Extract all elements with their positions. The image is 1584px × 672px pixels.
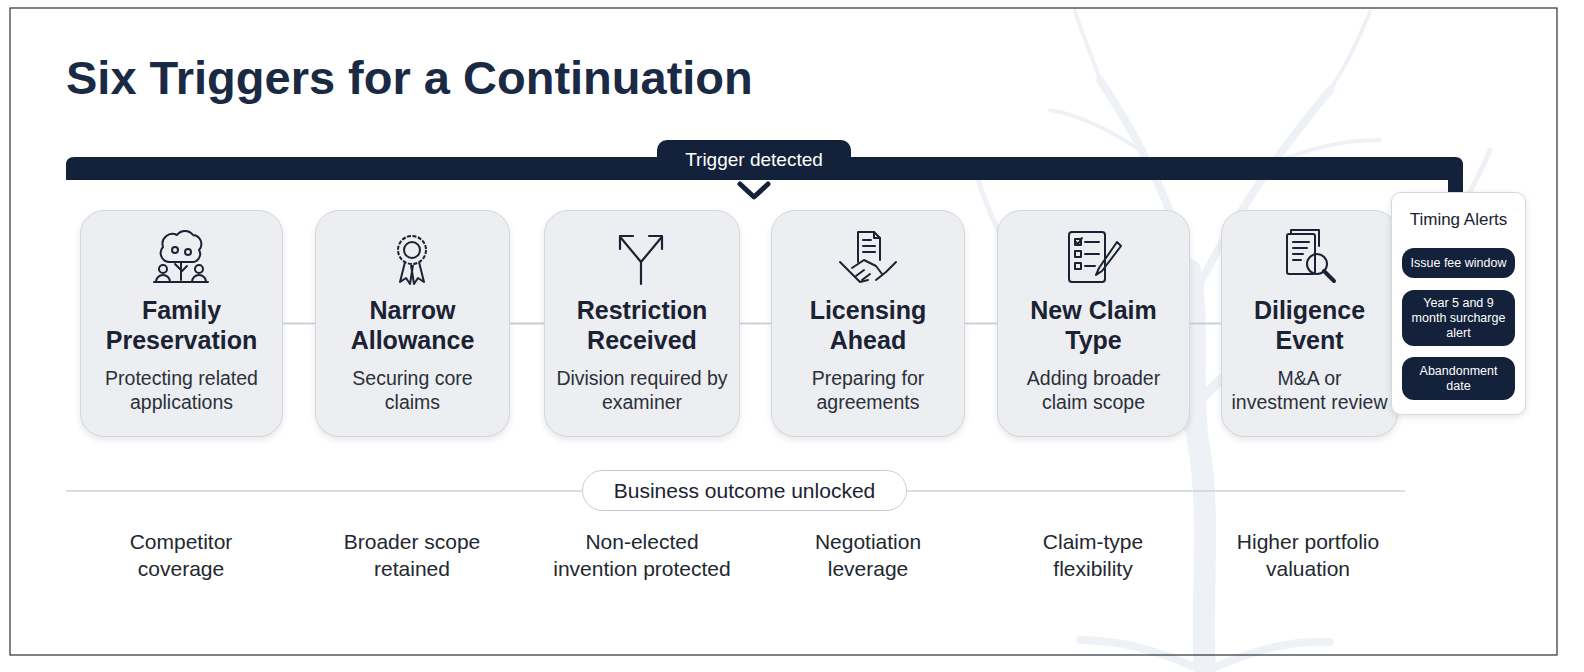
- checklist-icon: [1096, 242, 1121, 275]
- document-search-icon: [1287, 234, 1315, 274]
- pill-label: Business outcome unlocked: [614, 479, 876, 503]
- connector-line: [740, 323, 771, 325]
- checklist-icon: [1069, 232, 1121, 282]
- outcome-label: Broader scope retained: [332, 528, 492, 582]
- family-tree-icon: [159, 265, 167, 273]
- trigger-card: Diligence EventM&A or investment review: [1221, 210, 1398, 437]
- card-title: New Claim Type: [1006, 295, 1181, 355]
- card-description: Protecting related applications: [89, 366, 274, 414]
- award-ribbon-icon: [398, 236, 426, 284]
- document-search-icon: [1307, 254, 1327, 274]
- handshake-document-icon: [876, 262, 896, 280]
- checklist-icon: [1085, 253, 1099, 255]
- award-ribbon-icon: [398, 236, 426, 264]
- award-ribbon-icon: [400, 262, 413, 284]
- tree-watermark: [1190, 270, 1205, 672]
- checklist-icon: [1075, 239, 1081, 245]
- family-tree-icon: [161, 231, 202, 262]
- handshake-document-icon: [856, 270, 870, 280]
- tree-watermark: [1080, 640, 1205, 672]
- family-tree-icon: [185, 249, 191, 255]
- family-tree-icon: [192, 275, 206, 282]
- tree-watermark: [1205, 642, 1330, 672]
- card-title: Diligence Event: [1230, 295, 1389, 355]
- handshake-document-icon: [863, 232, 880, 252]
- tree-watermark: [1075, 10, 1100, 80]
- family-tree-icon: [154, 281, 208, 283]
- checklist-icon: [1075, 263, 1081, 269]
- frame: [10, 8, 1557, 655]
- diagram-title: Six Triggers for a Continuation: [66, 50, 753, 106]
- split-arrow-icon: [620, 236, 633, 249]
- family-tree-icon: [156, 275, 170, 282]
- family-tree-icon: [175, 262, 187, 280]
- connector-line: [283, 323, 315, 325]
- document-search-icon: [1287, 230, 1334, 281]
- timing-alerts-panel: Timing AlertsIssue fee windowYear 5 and …: [1391, 192, 1526, 415]
- family-tree-icon: [195, 265, 203, 273]
- trigger-card: Narrow AllowanceSecuring core claims: [315, 210, 510, 437]
- trigger-card: Licensing AheadPreparing for agreements: [771, 210, 965, 437]
- card-description: Division required by examiner: [553, 366, 731, 414]
- alert-pill: Abandonment date: [1402, 357, 1515, 400]
- card-description: Preparing for agreements: [780, 366, 956, 414]
- alert-pill: Issue fee window: [1402, 248, 1515, 278]
- alert-text: Abandonment date: [1406, 364, 1511, 394]
- card-title: Family Preservation: [89, 295, 274, 355]
- handshake-document-icon: [840, 262, 868, 282]
- family-tree-icon: [172, 247, 178, 253]
- checklist-icon: [1085, 265, 1095, 267]
- document-search-icon: [1291, 230, 1319, 246]
- family-tree-icon: [154, 231, 208, 282]
- card-description: M&A or investment review: [1230, 366, 1389, 414]
- tree-watermark: [1330, 12, 1370, 90]
- card-description: Securing core claims: [324, 366, 501, 414]
- alert-text: Year 5 and 9 month surcharge alert: [1406, 296, 1511, 341]
- tree-watermark: [1050, 110, 1140, 150]
- card-title: Restriction Received: [553, 295, 731, 355]
- outcome-label: Negotiation leverage: [793, 528, 943, 582]
- card-title: Licensing Ahead: [780, 295, 956, 355]
- panel-title: Timing Alerts: [1392, 210, 1525, 230]
- checklist-icon: [1076, 238, 1082, 244]
- connector-line: [965, 323, 997, 325]
- handshake-document-icon: [852, 260, 882, 274]
- split-arrow-icon: [620, 236, 662, 284]
- trigger-card: Restriction ReceivedDivision required by…: [544, 210, 740, 437]
- checklist-icon: [1085, 241, 1099, 243]
- award-ribbon-icon: [404, 242, 420, 258]
- card-description: Adding broader claim scope: [1006, 366, 1181, 414]
- split-arrow-icon: [649, 236, 662, 249]
- handshake-document-icon: [840, 232, 896, 282]
- outcome-pill: Business outcome unlocked: [582, 470, 907, 511]
- alert-text: Issue fee window: [1411, 256, 1507, 271]
- split-arrow-icon: [621, 238, 661, 284]
- handshake-document-icon: [858, 232, 880, 262]
- chevron-pointer: [740, 184, 768, 197]
- chevron-pointer: [740, 184, 768, 197]
- award-ribbon-icon: [411, 262, 424, 284]
- card-title: Narrow Allowance: [324, 295, 501, 355]
- document-search-icon: [1293, 242, 1309, 260]
- outcome-label: Non-elected invention protected: [542, 528, 742, 582]
- checklist-icon: [1075, 251, 1081, 257]
- trigger-card: Family PreservationProtecting related ap…: [80, 210, 283, 437]
- trigger-card: New Claim TypeAdding broader claim scope: [997, 210, 1190, 437]
- connector-line: [1190, 323, 1221, 325]
- outcome-label: Claim-type flexibility: [1018, 528, 1168, 582]
- trigger-tab: Trigger detected: [657, 140, 851, 180]
- outcome-label: Higher portfolio valuation: [1223, 528, 1393, 582]
- tab-label: Trigger detected: [685, 149, 823, 171]
- checklist-icon: [1069, 232, 1105, 282]
- chevron-pointer: [740, 184, 768, 197]
- outcome-label: Competitor coverage: [106, 528, 256, 582]
- alert-pill: Year 5 and 9 month surcharge alert: [1402, 290, 1515, 346]
- document-search-icon: [1324, 271, 1334, 281]
- connector-line: [510, 323, 544, 325]
